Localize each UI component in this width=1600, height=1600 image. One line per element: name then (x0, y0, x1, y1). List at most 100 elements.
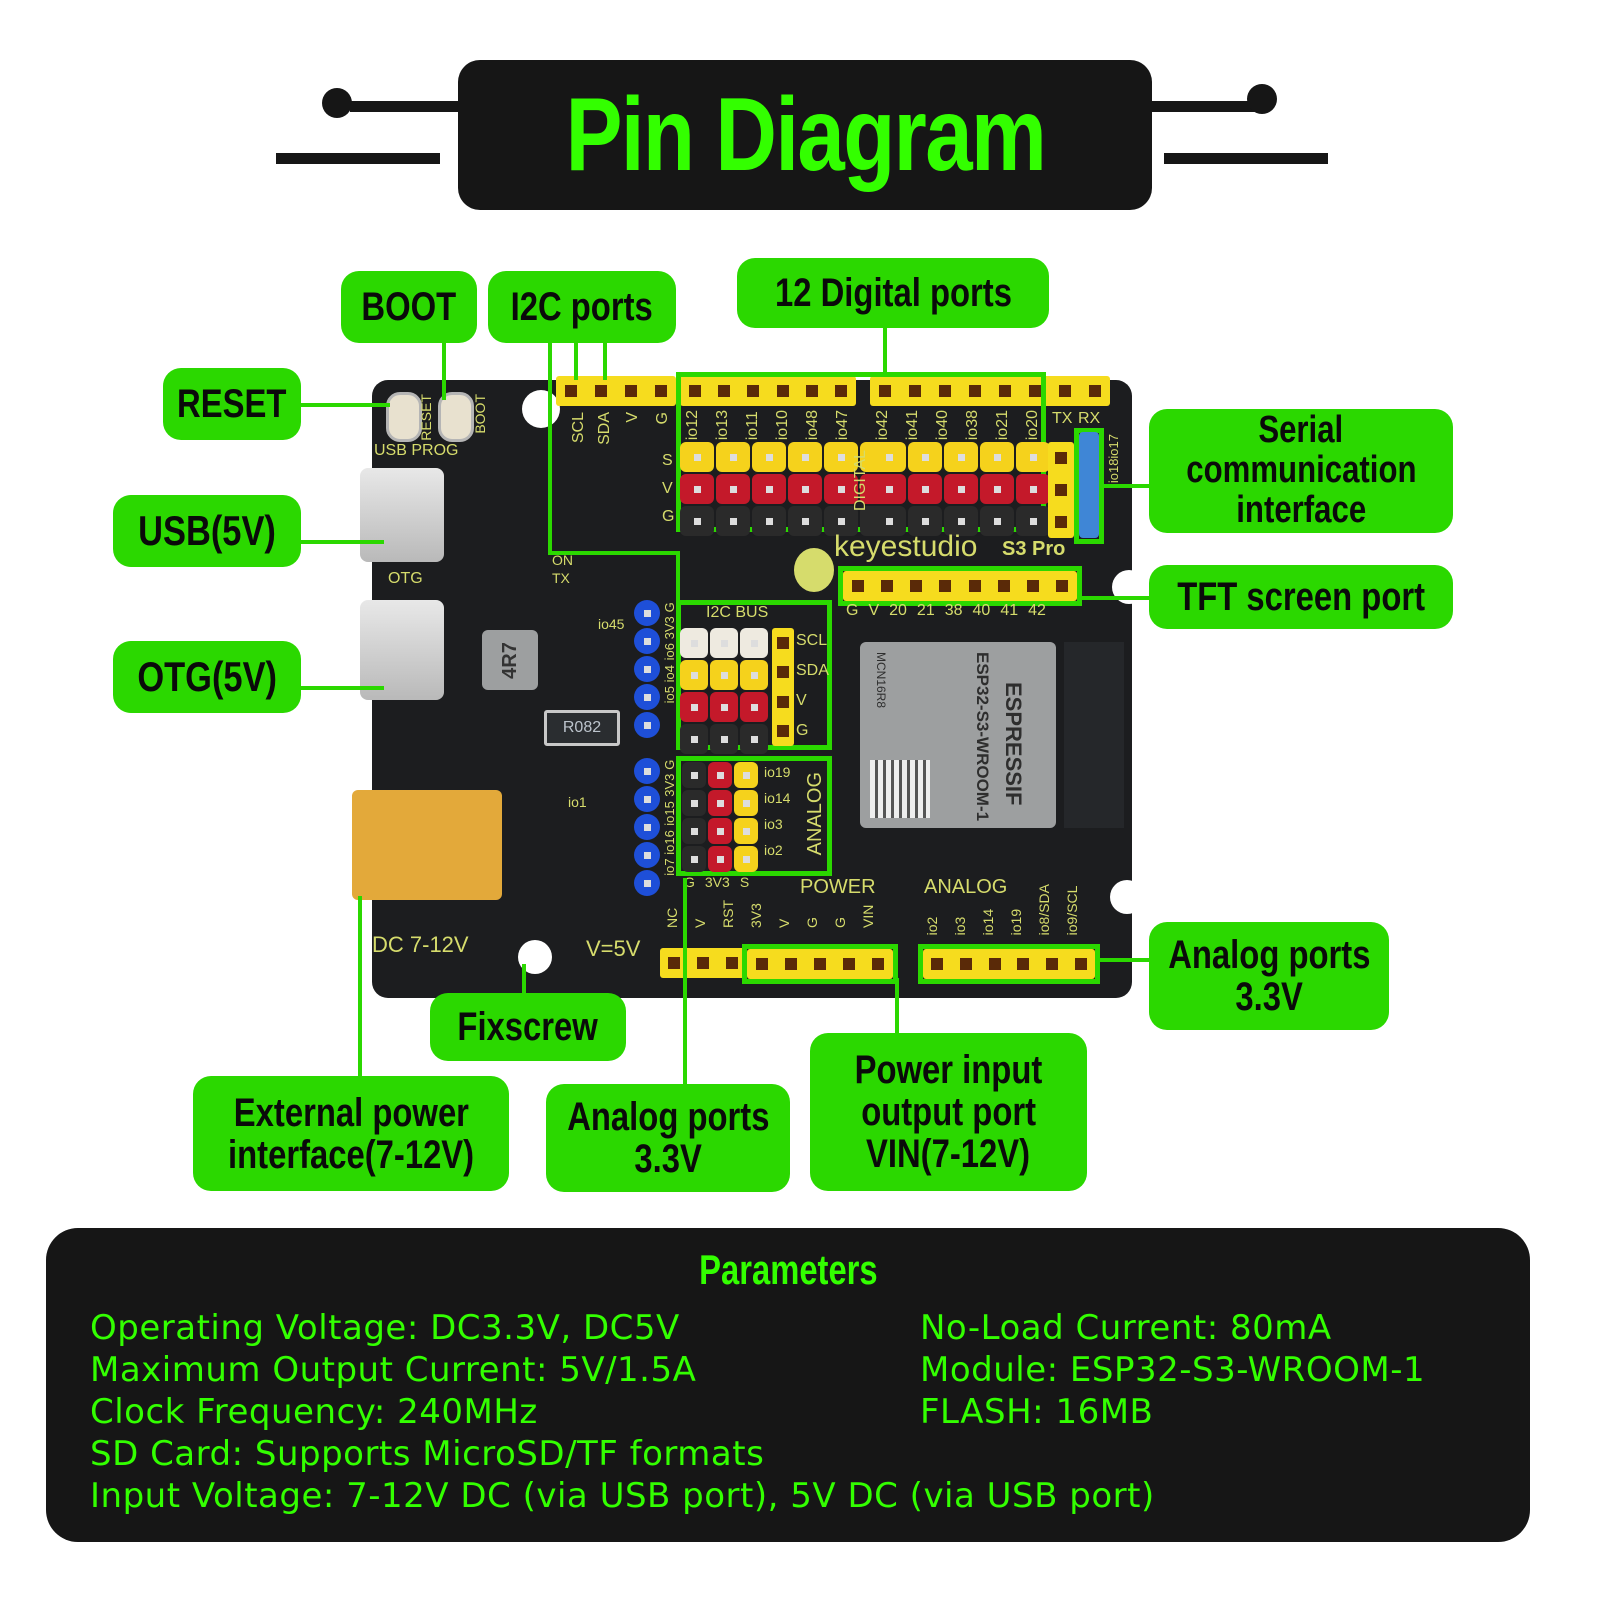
callout-analog-right-line: Analog ports (1167, 933, 1371, 977)
pin-label: G (662, 760, 677, 771)
leader-i2c-sda (603, 340, 607, 380)
pin-label: SDA (796, 662, 829, 679)
analog-bottom-pin-labels: io2 io3 io14 io19 io8/SDA io9/SCL (924, 884, 1082, 935)
serial-header (1079, 432, 1099, 538)
pin-label: G (796, 722, 809, 739)
title-connector-dot-right (1247, 84, 1277, 114)
power-pin-labels: NC V RST 3V3 V G G VIN (664, 900, 876, 928)
analog-header-labels: G 3V3 S (684, 874, 749, 890)
callout-i2c-text: I2C ports (510, 285, 654, 329)
boot-button[interactable] (438, 392, 474, 442)
tft-frame (838, 566, 1082, 606)
callout-serial-line: communication (1185, 449, 1417, 492)
callout-analog-bottom: Analog ports 3.3V (546, 1084, 790, 1192)
power-silk-label: POWER (800, 876, 876, 898)
tft-pin-labels: G V 20 21 38 40 41 42 (846, 602, 1046, 620)
leader-serial (1100, 484, 1150, 488)
i2c-header-label-sda: SDA (596, 412, 613, 445)
pin-label: io2 (924, 916, 940, 936)
pin-label: io14 (764, 790, 791, 806)
callout-boot: BOOT (341, 271, 477, 343)
pin-label: io19 (764, 764, 791, 780)
callout-otg: OTG(5V) (113, 641, 301, 713)
parameters-panel: Parameters Operating Voltage: DC3.3V, DC… (46, 1228, 1530, 1542)
callout-analog-right-line: 3.3V (1235, 975, 1303, 1019)
digital-top-header-right (870, 376, 1110, 406)
leader-reset (300, 403, 390, 407)
pin-label: io4 (662, 664, 677, 682)
otg-usb-c-port (360, 600, 444, 700)
io20-header (1048, 442, 1074, 538)
pin-label: V (796, 692, 807, 709)
analog-silk-label: ANALOG (924, 876, 1008, 898)
leader-external-power (358, 896, 362, 1078)
svg-label-v: V (662, 480, 673, 497)
callout-otg-text: OTG(5V) (137, 652, 277, 700)
pin-label: 3V3 (662, 616, 677, 640)
otg-label: OTG (388, 570, 423, 587)
i2c-bus-title: I2C BUS (706, 604, 769, 621)
callout-fixscrew-text: Fixscrew (457, 1005, 599, 1049)
pin-label: 3V3 (748, 903, 764, 928)
callout-serial-line: interface (1236, 488, 1366, 531)
pin-label: V (692, 918, 708, 928)
pin-label: 41 (1000, 602, 1019, 619)
callout-analog-bottom-line: 3.3V (634, 1137, 702, 1181)
pin-label: io8/SDA (1036, 884, 1052, 936)
pin-label: 40 (972, 602, 991, 619)
antenna-area (1064, 642, 1124, 828)
leader-power-io (895, 978, 899, 1034)
pin-label: RST (720, 900, 736, 928)
pin-label: io2 (764, 842, 783, 858)
pin-label: 3V3 (704, 874, 730, 890)
callout-fixscrew: Fixscrew (430, 993, 626, 1061)
param-operating-voltage: Operating Voltage: DC3.3V, DC5V (90, 1308, 680, 1348)
pin-label: io7 (662, 858, 677, 876)
callout-usb-text: USB(5V) (138, 506, 276, 554)
callout-serial: Serial communication interface (1149, 409, 1453, 533)
analog-frame (676, 756, 832, 876)
io45-label: io45 (598, 616, 625, 632)
module-code: MCN16R8 (874, 652, 888, 709)
param-flash: FLASH: 16MB (920, 1392, 1154, 1432)
blue-header-1-labels: io5 io4 io6 3V3 G (662, 602, 677, 703)
leader-tft (1080, 596, 1150, 600)
leader-i2c-a (548, 340, 552, 555)
pin-label: io15 (662, 801, 677, 826)
param-clock-frequency: Clock Frequency: 240MHz (90, 1392, 538, 1432)
callout-digital-ports: 12 Digital ports (737, 258, 1049, 328)
param-sd-card: SD Card: Supports MicroSD/TF formats (90, 1434, 765, 1474)
leader-boot (442, 340, 446, 400)
callout-external-power-line: External power (233, 1090, 469, 1135)
pin-label: 38 (944, 602, 963, 619)
i2c-header-label-scl: SCL (570, 412, 587, 444)
module-name: ESP32-S3-WROOM-1 (973, 652, 992, 822)
reset-button[interactable] (386, 392, 422, 442)
callout-power-io-line: Power input (854, 1048, 1043, 1092)
inductor: 4R7 (482, 630, 538, 690)
blue-header-2-labels: io7 io16 io15 3V3 G (662, 760, 677, 876)
ladybug-logo (794, 548, 834, 592)
pin-label: 20 (889, 602, 907, 619)
callout-power-io: Power input output port VIN(7-12V) (810, 1033, 1087, 1191)
blue-header-1 (634, 600, 660, 738)
serial-tx-label: TX (1052, 410, 1073, 427)
shunt-resistor: R082 (544, 710, 620, 746)
leader-i2c-c (676, 551, 680, 601)
callout-analog-right: Analog ports 3.3V (1149, 922, 1389, 1030)
usb-prog-label: USB PROG (374, 442, 459, 459)
i2c-bus-header (772, 628, 794, 746)
usb-c-port (360, 468, 444, 562)
callout-tft-text: TFT screen port (1177, 575, 1425, 619)
leader-analog-bottom (683, 878, 687, 1084)
power-frame (742, 944, 898, 984)
callout-external-power: External power interface(7-12V) (193, 1076, 509, 1191)
pin-label: io14 (980, 908, 996, 936)
serial-rx-label: RX (1078, 410, 1101, 427)
pin-label: G (804, 917, 820, 928)
pin-label: 21 (916, 602, 935, 619)
pin-label: io3 (764, 816, 783, 832)
i2c-top-header (556, 376, 676, 406)
module-brand: ESPRESSIF (1001, 682, 1026, 806)
pin-label: io3 (952, 916, 968, 936)
